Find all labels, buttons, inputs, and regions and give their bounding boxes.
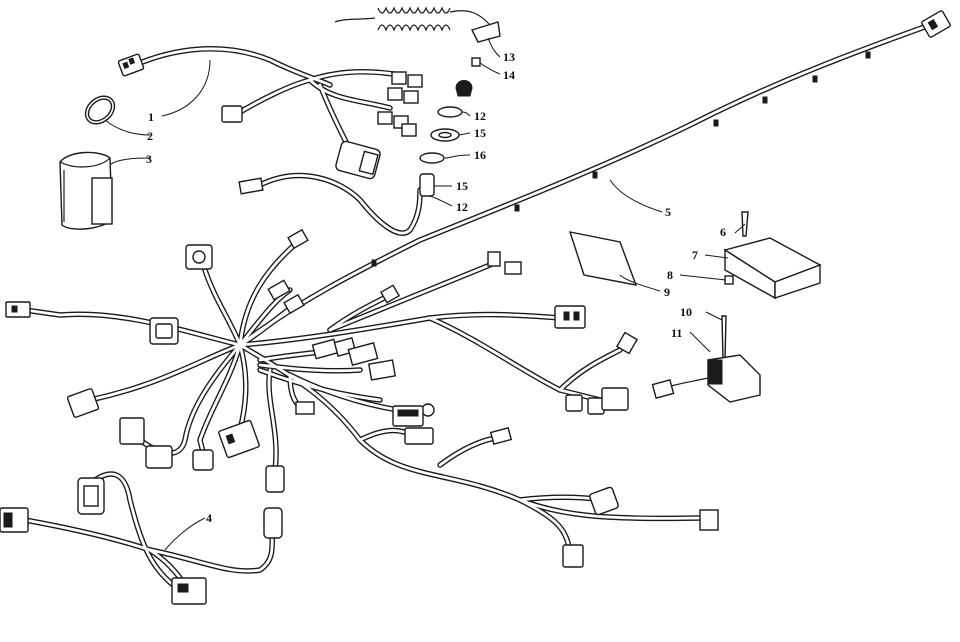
leader-lines [104, 37, 746, 551]
wire-bundle-core [88, 343, 242, 402]
wire-bundle [437, 434, 503, 468]
wire-bundle-core [258, 174, 422, 235]
callout-2: 2 [147, 129, 153, 143]
callout-15-upper: 15 [474, 126, 486, 140]
wire-bundle-core [267, 368, 278, 472]
wire-bundle-core [198, 343, 242, 462]
callout-5: 5 [665, 205, 671, 219]
callout-13: 13 [503, 50, 515, 64]
regulator [651, 315, 761, 403]
spring-assembly [334, 6, 501, 197]
wire-bundle-core [203, 268, 242, 347]
wire-bundle-core [133, 47, 332, 87]
wire-bundle-core [238, 238, 302, 347]
callout-7: 7 [692, 248, 698, 262]
callout-16: 16 [474, 148, 486, 162]
callout-9: 9 [664, 285, 670, 299]
callout-6: 6 [720, 225, 726, 239]
wire-bundle-core [93, 472, 182, 592]
wire-bundle-core [238, 343, 702, 520]
callout-15-lower: 15 [456, 179, 468, 193]
callout-1: 1 [148, 110, 154, 124]
tie-ring [84, 95, 116, 125]
harness-clips [371, 51, 871, 267]
callout-4: 4 [206, 511, 212, 525]
wire-bundle-core [238, 23, 932, 347]
callout-14: 14 [503, 68, 515, 82]
wire-bundle-core [233, 70, 402, 117]
callout-10: 10 [680, 305, 692, 319]
callout-3: 3 [146, 152, 152, 166]
callout-8: 8 [667, 268, 673, 282]
wire-bundle-core [428, 316, 602, 402]
wire-bundle-core [308, 78, 392, 110]
sleeve [59, 151, 113, 230]
wire-bundle-core [23, 518, 274, 573]
wire-bundle [92, 471, 183, 593]
callout-11: 11 [671, 326, 682, 340]
sub-harness [22, 471, 275, 593]
wire-bundle-core [558, 348, 622, 392]
callout-labels: 1 2 3 4 5 6 7 8 9 10 11 12 12 13 14 15 1… [146, 50, 726, 525]
connectors [0, 10, 951, 605]
wire-bundle-core [328, 263, 492, 332]
callout-12-lower: 12 [456, 200, 468, 214]
wire-bundle-core [258, 363, 362, 373]
wire-bundle-core [238, 313, 562, 347]
callout-12-upper: 12 [474, 109, 486, 123]
wire-bundle-core [23, 308, 242, 347]
